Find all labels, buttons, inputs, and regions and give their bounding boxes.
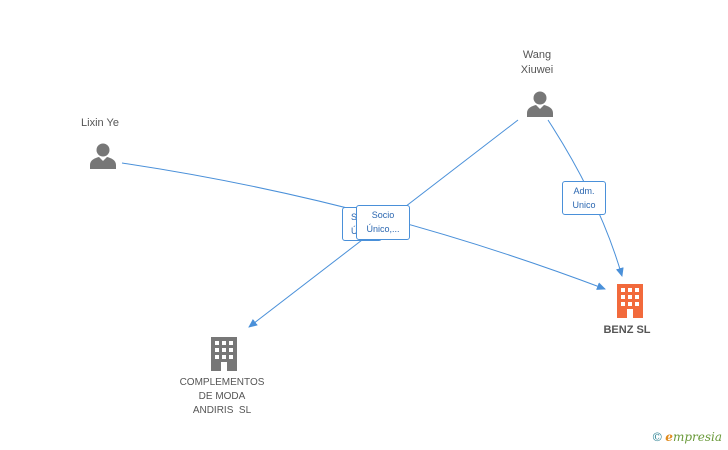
node-complementos-label[interactable]: COMPLEMENTOS DE MODA ANDIRIS SL (167, 376, 277, 418)
node-wang-line1: Wang (522, 49, 552, 61)
edge-label-socio-back-line2: Ú (351, 226, 358, 236)
edge-label-adm-line1: Adm. (573, 186, 595, 196)
edge-label-socio-line2: Único,... (366, 224, 400, 234)
building-icon (211, 337, 237, 371)
node-complementos-line1: COMPLEMENTOS (179, 377, 265, 388)
node-lixin-ye-label[interactable]: Lixin Ye (81, 117, 119, 129)
edge-label-socio-line1: Socio (371, 210, 395, 220)
brand-initial: e (665, 430, 673, 444)
edge-label-socio-unico[interactable]: Socio Único,... (356, 205, 410, 240)
copyright-icon: © (651, 430, 664, 444)
building-icon (617, 284, 643, 318)
node-wang-line2: Xiuwei (520, 64, 554, 76)
node-wang-xiuwei-label[interactable]: Wang Xiuwei (507, 48, 567, 78)
node-complementos-line3: ANDIRIS SL (192, 405, 252, 416)
edge-label-adm-unico[interactable]: Adm. Unico (562, 181, 606, 215)
person-icon (527, 91, 553, 117)
node-benz-sl-label[interactable]: BENZ SL (603, 324, 651, 336)
edge-label-socio-back-line1: S (351, 212, 358, 222)
edge-label-adm-line2: Unico (572, 200, 596, 210)
empresia-logo: ©empresia (651, 430, 722, 444)
brand-rest: mpresia (672, 430, 722, 444)
person-icon (90, 143, 116, 169)
node-complementos-line2: DE MODA (198, 391, 246, 402)
